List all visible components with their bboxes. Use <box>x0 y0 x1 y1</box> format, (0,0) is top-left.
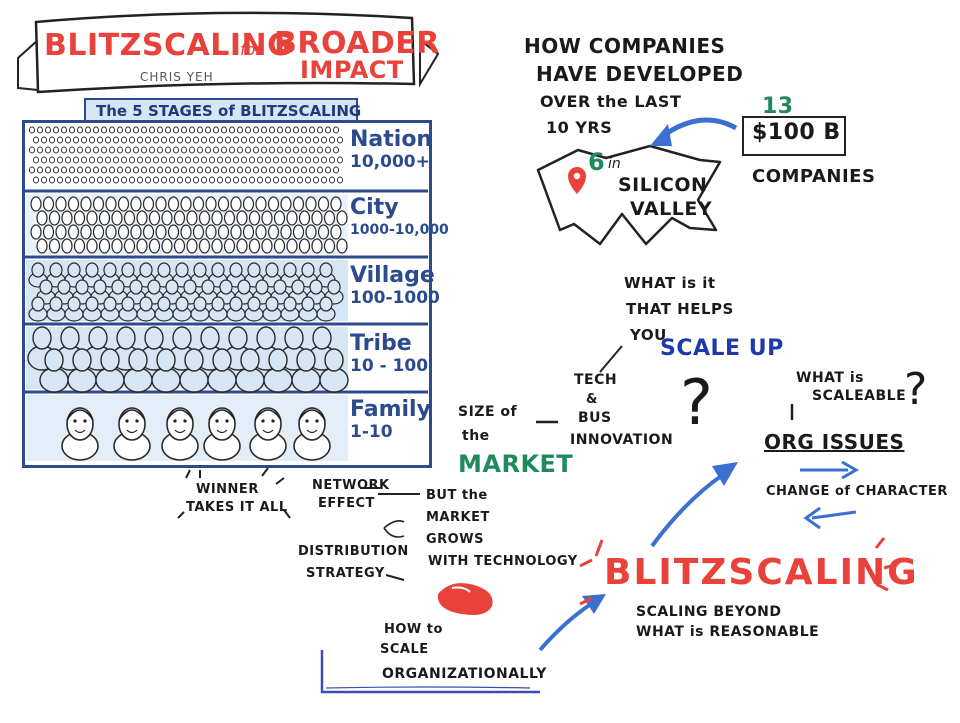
stages-header: The 5 STAGES of BLITZSCALING <box>96 102 362 120</box>
grows-line3: GROWS <box>426 532 484 547</box>
banner-author: CHRIS YEH <box>140 70 214 84</box>
size-line2: the <box>462 428 490 444</box>
scale-q3: YOU <box>630 326 667 344</box>
blitz-sub1: SCALING BEYOND <box>636 604 782 620</box>
stage-village: Village 100-1000 <box>350 263 440 309</box>
winner-line1: WINNER <box>196 482 259 497</box>
size-line1: SIZE of <box>458 404 518 420</box>
tech-line2: & <box>586 392 598 407</box>
dist-line1: DISTRIBUTION <box>298 544 409 559</box>
blitz-sub2: WHAT is REASONABLE <box>636 624 820 640</box>
stage-village-name: Village <box>350 263 435 288</box>
winner-line2: TAKES IT ALL <box>186 500 288 515</box>
tech-line3: BUS <box>578 410 612 426</box>
org-issues: ORG ISSUES <box>764 430 905 454</box>
scale-q2: THAT HELPS <box>626 300 734 318</box>
dist-line2: STRATEGY <box>306 566 385 581</box>
companies-line1: HOW COMPANIES <box>524 34 726 58</box>
banner-title-blitzscaling: BLITZSCALING <box>44 28 293 63</box>
stage-city-name: City <box>350 195 399 220</box>
stage-family-name: Family <box>350 397 431 422</box>
market-title: MARKET <box>458 450 574 478</box>
sv-count: 6 <box>588 148 606 176</box>
banner-title-broader: BROADER <box>274 26 440 61</box>
stage-tribe-size: 10 - 100 <box>350 356 429 376</box>
howto-line2: SCALE <box>380 642 429 657</box>
stage-family: Family 1-10 <box>350 397 431 443</box>
sv-in: in <box>608 156 621 172</box>
question-mark-big: ? <box>680 366 714 439</box>
what-line1: WHAT is <box>796 370 864 386</box>
stage-nation-name: Nation <box>350 127 433 152</box>
sv-line2: VALLEY <box>630 198 713 220</box>
tech-line1: TECH <box>574 372 618 388</box>
companies-value: $100 B <box>752 120 841 145</box>
grows-line4: WITH TECHNOLOGY <box>428 554 578 569</box>
stage-city-size: 1000-10,000 <box>350 222 449 238</box>
stage-family-size: 1-10 <box>350 422 393 442</box>
what-line2: SCALEABLE <box>812 388 907 404</box>
scale-q1: WHAT is it <box>624 274 716 292</box>
companies-label: COMPANIES <box>752 166 876 187</box>
stage-village-size: 100-1000 <box>350 288 440 308</box>
banner-title-impact: IMPACT <box>300 56 404 84</box>
companies-line3: OVER the LAST <box>540 92 682 111</box>
network-line1: NETWORK <box>312 478 390 493</box>
sv-line1: SILICON <box>618 174 708 196</box>
question-mark-small: ? <box>904 364 928 415</box>
network-line2: EFFECT <box>318 496 375 511</box>
stage-tribe: Tribe 10 - 100 <box>350 331 429 377</box>
scale-up: SCALE UP <box>660 336 784 361</box>
tech-line4: INNOVATION <box>570 432 674 448</box>
banner-title-for: for <box>240 40 262 59</box>
blitz-title: BLITZSCALING <box>604 552 919 593</box>
howto-line1: HOW to <box>384 622 443 637</box>
companies-line4: 10 YRS <box>546 118 613 137</box>
companies-count-total: 13 <box>762 94 794 119</box>
companies-value-box <box>742 116 846 156</box>
stage-nation-size: 10,000+ <box>350 152 430 172</box>
stage-nation: Nation 10,000+ <box>350 127 433 173</box>
stage-city: City 1000-10,000 <box>350 196 449 240</box>
stage-tribe-name: Tribe <box>350 331 412 356</box>
change-of-character: CHANGE of CHARACTER <box>766 484 948 499</box>
howto-line3: ORGANIZATIONALLY <box>382 666 547 682</box>
grows-line1: BUT the <box>426 488 488 503</box>
grows-line2: MARKET <box>426 510 490 525</box>
companies-line2: HAVE DEVELOPED <box>536 62 744 86</box>
